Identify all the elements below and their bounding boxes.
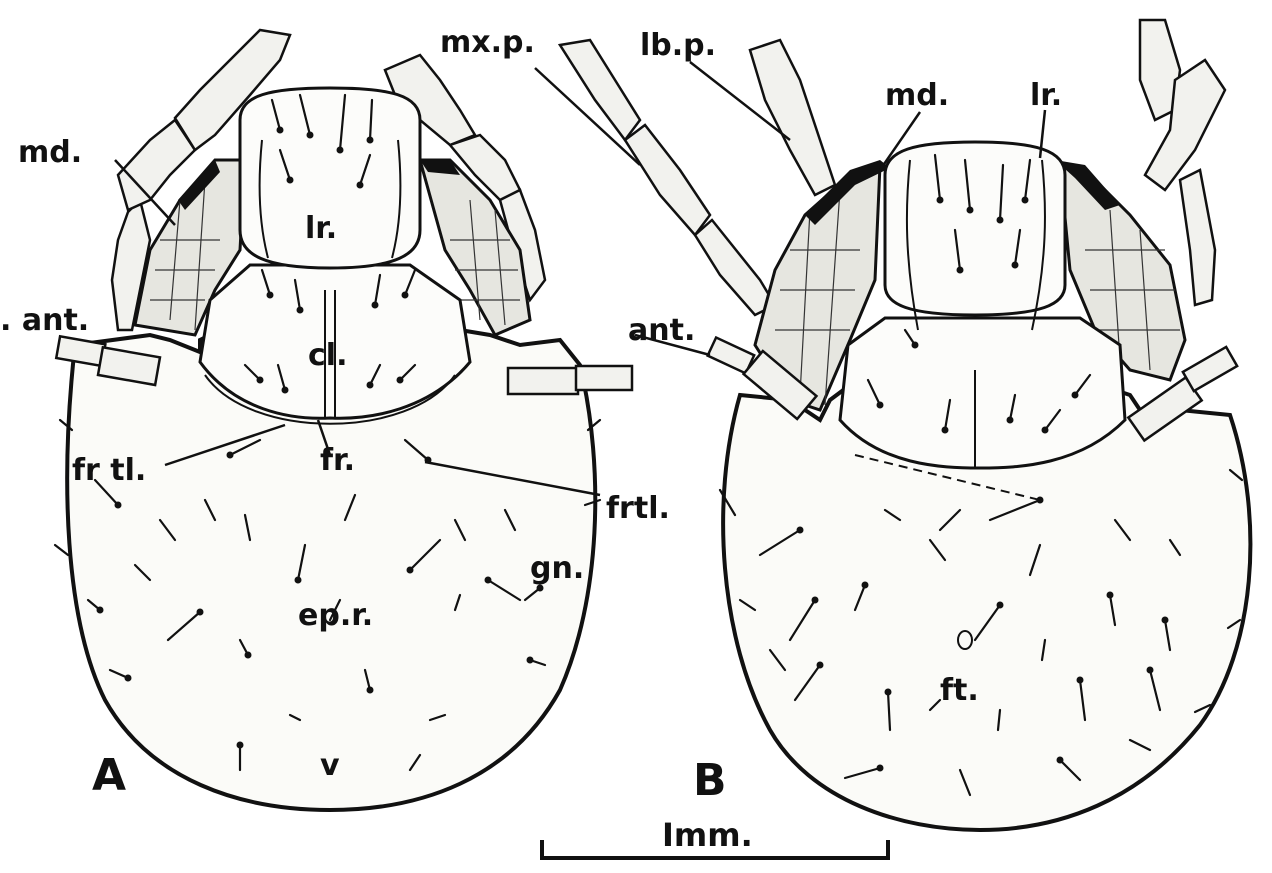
panel-b-clypeus <box>840 318 1125 468</box>
panel-b-letter: B <box>693 755 727 806</box>
scale-bar: Imm. <box>542 816 888 858</box>
label-gn-a: gn. <box>530 551 584 586</box>
label-epr-a: ep.r. <box>298 598 373 633</box>
label-md-a: md. <box>18 135 82 170</box>
scale-bar-label: Imm. <box>662 816 753 854</box>
label-ant-b: ant. <box>628 313 695 348</box>
label-frtl-b: frtl. <box>606 491 670 526</box>
label-ant-a-left: . ant. <box>0 303 89 338</box>
label-cl-a: cl. <box>308 338 347 373</box>
label-v-a: v <box>320 748 340 783</box>
panel-a-letter: A <box>92 750 126 801</box>
label-lbp-b: lb.p. <box>640 28 716 63</box>
panel-a-antenna-right <box>508 366 632 394</box>
label-lr-b: lr. <box>1030 78 1062 113</box>
label-fr-a: fr. <box>320 443 355 478</box>
label-ft-b: ft. <box>940 673 979 708</box>
label-md-b: md. <box>885 78 949 113</box>
label-lr-a: lr. <box>305 211 337 246</box>
label-mxp-b: mx.p. <box>440 25 535 60</box>
panel-a: md. . ant. lr. cl. fr tl. fr. gn. ep.r. … <box>0 30 632 810</box>
label-frtl-a: fr tl. <box>72 453 146 488</box>
